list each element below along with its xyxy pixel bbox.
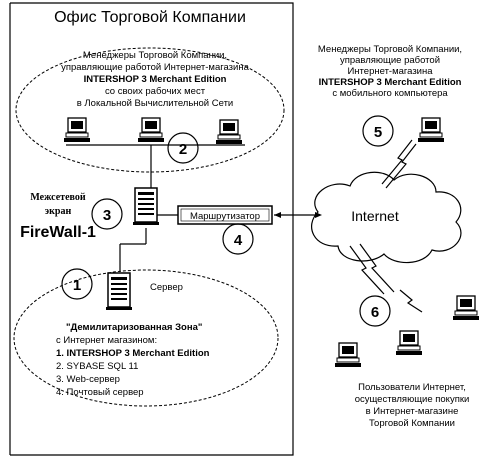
dmz-line-6: 4. Почтовый сервер xyxy=(56,387,144,398)
marker-4 xyxy=(222,223,254,255)
dmz-line-2: с Интернет магазином: xyxy=(56,335,157,346)
server-label: Сервер xyxy=(150,282,183,293)
marker-5 xyxy=(362,115,394,147)
mobile-managers-line-1: Менеджеры Торговой Компании, xyxy=(318,44,462,55)
mobile-pc-icon xyxy=(417,117,445,143)
dmz-line-1: "Демилитаризованная Зона" xyxy=(66,322,202,333)
lan-pc-left-icon xyxy=(63,117,91,143)
marker-1-label: 1 xyxy=(73,277,81,294)
office-title: Офис Торговой Компании xyxy=(54,9,246,26)
internet-users-line-2: осуществляющие покупки xyxy=(355,394,470,405)
users-link-c xyxy=(399,289,423,313)
user-pc-3-icon xyxy=(395,330,423,356)
marker-6 xyxy=(359,295,391,327)
dmz-server-icon xyxy=(105,272,133,311)
lan-managers-line-3: INTERSHOP 3 Merchant Edition xyxy=(84,74,227,85)
mobile-managers-line-4: INTERSHOP 3 Merchant Edition xyxy=(319,77,462,88)
router-box-inner xyxy=(180,208,270,222)
office-boundary xyxy=(10,2,294,456)
mobile-link-b xyxy=(385,143,417,189)
router-label: Маршрутизатор xyxy=(190,211,260,222)
lan-managers-line-1: Менеджеры Торговой Компании, xyxy=(83,50,227,61)
firewall-server-icon xyxy=(132,187,160,226)
marker-3 xyxy=(91,198,123,230)
lan-pc-right-icon xyxy=(215,119,243,145)
internet-label: Internet xyxy=(351,208,399,224)
router-box xyxy=(177,205,273,225)
dmz-ellipse xyxy=(13,269,279,407)
internet-users-line-1: Пользователи Интернет, xyxy=(358,382,466,393)
users-link-a xyxy=(349,245,385,295)
marker-4-label: 4 xyxy=(234,232,243,249)
dmz-line-5: 3. Web-сервер xyxy=(56,374,120,385)
lan-managers-line-4: со своих рабочих мест xyxy=(105,86,206,97)
user-pc-2-icon xyxy=(334,342,362,368)
firewall-label-line-1: Межсетевой xyxy=(30,192,85,203)
lan-pc-middle-icon xyxy=(137,117,165,143)
mobile-managers-line-3: Интернет-магазина xyxy=(347,66,433,77)
mobile-managers-line-2: управляющие работой xyxy=(340,55,440,66)
marker-2-label: 2 xyxy=(179,141,187,158)
marker-3-label: 3 xyxy=(103,207,111,224)
lan-managers-line-2: управляющие работой Интернет-магазина xyxy=(61,62,249,73)
users-link-b xyxy=(359,243,395,293)
dmz-line-3: 1. INTERSHOP 3 Merchant Edition xyxy=(56,348,210,359)
lan-managers-line-5: в Локальной Вычислительной Сети xyxy=(77,98,234,109)
marker-1 xyxy=(61,268,93,300)
user-pc-1-icon xyxy=(452,295,480,321)
dmz-line-4: 2. SYBASE SQL 11 xyxy=(56,361,138,372)
internet-users-line-3: в Интернет-магазине xyxy=(366,406,459,417)
mobile-link-a xyxy=(381,139,413,185)
marker-5-label: 5 xyxy=(374,124,382,141)
internet-users-line-4: Торговой Компании xyxy=(369,418,455,429)
firewall-label-line-2: экран xyxy=(45,206,72,217)
firewall-name: FireWall-1 xyxy=(20,224,96,241)
mobile-managers-line-5: с мобильного компьютера xyxy=(332,88,448,99)
internet-cloud xyxy=(311,171,462,264)
marker-2 xyxy=(167,132,199,164)
arrow-left-icon xyxy=(274,212,281,218)
marker-6-label: 6 xyxy=(371,304,379,321)
lan-ellipse xyxy=(15,47,285,173)
